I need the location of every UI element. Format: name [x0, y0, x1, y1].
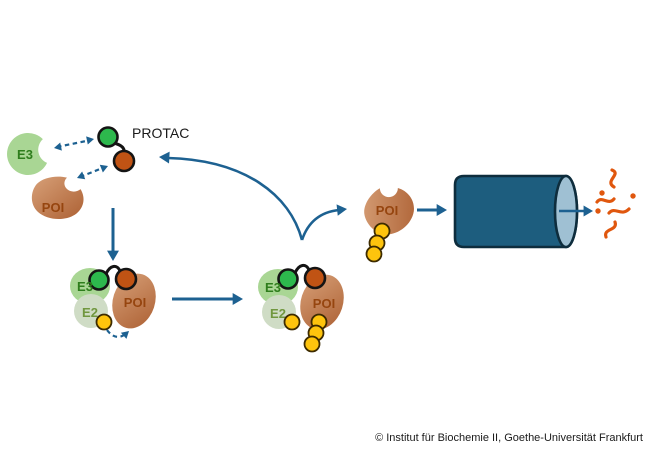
protac-poi-ligand	[303, 266, 327, 290]
protac-linker	[293, 264, 311, 275]
complex-formation-arrow	[107, 208, 119, 261]
arrowhead-icon	[583, 205, 593, 217]
peptide-fragment	[604, 220, 617, 239]
arrowhead-icon	[107, 250, 119, 261]
protac-linker	[104, 265, 122, 276]
ubiquitin-chain	[303, 313, 328, 353]
e2-label: E2	[82, 305, 98, 320]
poi-binding-arrow	[75, 162, 110, 182]
protac-poi-ligand	[114, 267, 138, 291]
poi-label: POI	[376, 203, 398, 218]
peptide-dot	[595, 208, 601, 214]
ubiquitin-transfer-arrow	[106, 327, 132, 339]
arrowhead-icon	[336, 203, 348, 216]
ternary-complex: E3 E2 POI	[70, 265, 156, 339]
degradation-exit-arrow	[559, 205, 593, 217]
protac-label: PROTAC	[132, 125, 189, 141]
arrowhead-icon	[86, 134, 95, 145]
e3-binding-arrow	[53, 134, 95, 153]
ubiquitin	[95, 313, 113, 331]
e2-label: E2	[270, 306, 286, 321]
peptide-fragment	[609, 168, 617, 189]
arrowhead-icon	[232, 293, 243, 305]
protac-recycling-arrow	[158, 151, 304, 241]
arrowhead-icon	[99, 162, 110, 173]
poi-label: POI	[124, 295, 146, 310]
e3-label: E3	[265, 280, 281, 295]
protac-molecule: PROTAC	[97, 125, 189, 173]
e3-label: E3	[77, 279, 93, 294]
poi-label: POI	[313, 296, 335, 311]
released-ubiquitinated-poi: POI	[355, 176, 424, 263]
polyubiquitinated-complex: E3 E2 POI	[258, 264, 344, 353]
copyright-credit: © Institut für Biochemie II, Goethe-Univ…	[375, 432, 643, 444]
proteasome	[453, 174, 593, 249]
arrowhead-icon	[75, 171, 86, 182]
ubiquitin	[303, 335, 321, 353]
peptide-dot	[599, 190, 605, 196]
ubiquitin-chain	[365, 222, 391, 263]
arrowhead-icon	[53, 142, 62, 153]
protac-e3-ligand	[277, 268, 299, 290]
peptide-fragment	[607, 207, 631, 215]
e3-label: E3	[17, 147, 33, 162]
protac-e3-ligand	[97, 126, 119, 148]
protac-e3-ligand	[88, 269, 110, 291]
ubiquitination-arrow	[172, 293, 243, 305]
arrowhead-icon	[120, 327, 132, 339]
ubiquitin	[283, 313, 301, 331]
to-proteasome-arrow	[417, 204, 447, 216]
free-poi-protein: POI	[31, 176, 84, 220]
arrowhead-icon	[158, 151, 170, 164]
peptide-dot	[630, 193, 636, 199]
ubiquitin	[365, 245, 383, 263]
poi-label: POI	[42, 200, 64, 215]
free-e3-ligase: E3	[3, 130, 49, 179]
arrowhead-icon	[436, 204, 447, 216]
poi-release-arrow	[300, 203, 348, 241]
protac-poi-ligand	[112, 149, 136, 173]
peptide-fragment	[595, 197, 616, 204]
degraded-peptides	[595, 168, 636, 239]
